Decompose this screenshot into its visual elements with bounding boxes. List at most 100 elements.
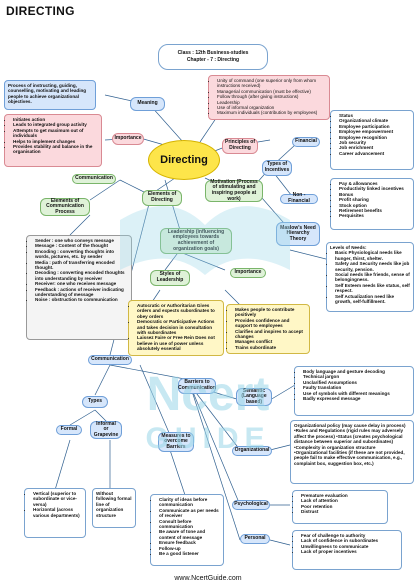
- importance-label: Importance: [112, 133, 144, 145]
- psychological-list: Premature evaluation Lack of attention P…: [292, 490, 388, 524]
- comm-element: Noise : obstruction to communication: [35, 297, 128, 302]
- semantic-item: Use of symbols with different meanings: [303, 391, 410, 396]
- header-chapter: Chapter - 7 : Directing: [186, 57, 240, 63]
- meaning-label: Meaning: [130, 97, 165, 111]
- organizational-text: Organizational policy (may cause delay i…: [290, 420, 414, 484]
- communication-mid-node: Communication: [88, 355, 132, 365]
- psychological-label: Psychological: [232, 500, 270, 510]
- non-financial-list: Pay & allowances Productivity linked inc…: [330, 178, 414, 230]
- measure-item: Be aware of tone and content of message: [159, 529, 220, 540]
- measures-list: Clarity of ideas before communication Co…: [150, 494, 224, 566]
- need-level: Basic Physiological needs like hunger, t…: [335, 250, 410, 261]
- non-financial-item: Productivity linked incentives: [339, 186, 410, 191]
- formal-node: Formal: [56, 425, 82, 435]
- importance-item: Leads to integrated group activity: [13, 122, 98, 127]
- chapter-header: Class : 12th Business-studies Chapter - …: [158, 44, 268, 70]
- non-financial-item: Pay & allowances: [339, 181, 410, 186]
- semantic-item: Body language and gesture decoding: [303, 369, 410, 374]
- non-financial-item: Perquisites: [339, 213, 410, 218]
- personal-item: Unwillingness to communicate: [301, 544, 398, 549]
- comm-element: Message : Content of the thought: [35, 243, 128, 248]
- elements-communication-label: Elements of Communication Process: [40, 198, 90, 216]
- financial-item: Career advancement: [339, 151, 410, 156]
- measure-item: Clarity of ideas before communication: [159, 497, 220, 508]
- measure-item: Communicate as per needs of receiver: [159, 508, 220, 519]
- comm-element: Decoding : converting encoded thoughts i…: [35, 270, 128, 281]
- types-of-incentives: Types of Incentives: [262, 160, 292, 176]
- comm-element: Encoding : converting thoughts into word…: [35, 249, 128, 260]
- maslow-levels: Levels of Needs: Basic Physiological nee…: [326, 242, 414, 312]
- footer-url[interactable]: www.NcertGuide.com: [174, 575, 242, 582]
- maslow-label: Maslow's Need Hierarchy Theory: [276, 222, 320, 246]
- comm-element: Sender : one who conveys message: [35, 238, 128, 243]
- leadership-importance-item: Trains subordinate: [235, 345, 306, 350]
- leadership-style: Democratic or Participative Actions and …: [137, 319, 220, 335]
- principle-item: Maximum individuals (contribution by emp…: [217, 110, 326, 115]
- semantic-item: Faulty translation: [303, 385, 410, 390]
- non-financial-item: Profit sharing: [339, 197, 410, 202]
- non-financial-item: Retirement benefits: [339, 208, 410, 213]
- financial-item: Employee recognition: [339, 135, 410, 140]
- barriers-node: Barriers to Communication: [178, 378, 216, 394]
- psychological-item: Distrust: [301, 509, 384, 514]
- leadership-importance-list: Makes people to contribute positively Pr…: [226, 304, 310, 354]
- leadership-importance-item: Makes people to contribute positively: [235, 307, 306, 318]
- measure-item: Ensure feedback: [159, 540, 220, 545]
- comm-element: Media : path of transferring encoded tho…: [35, 260, 128, 271]
- importance-item: Provides stability and balance in the or…: [13, 144, 98, 155]
- need-level: Self Esteem needs like status, self resp…: [335, 283, 410, 294]
- leadership-node: Leadership (influencing employees toward…: [160, 228, 232, 254]
- principle-item: Follow through (after giving instruction…: [217, 94, 326, 99]
- financial-item: Organizational climate: [339, 118, 410, 123]
- psychological-item: Lack of attention: [301, 498, 384, 503]
- financial-item: Job enrichment: [339, 145, 410, 150]
- central-topic: Directing: [148, 140, 220, 180]
- principle-item: Unity of command (one superior only from…: [217, 78, 326, 89]
- importance-item: Attempts to get maximum out of individua…: [13, 128, 98, 139]
- need-level: Self Actualization need like growth, sel…: [335, 294, 410, 305]
- leadership-style: Autocratic or Authoritarian Gives orders…: [137, 303, 220, 319]
- semantic-label: Semantic (Language based): [236, 388, 272, 406]
- need-level: Social needs like friends, sense of belo…: [335, 272, 410, 283]
- importance-item: Helps to implement changes: [13, 139, 98, 144]
- personal-item: Fear of challenge to authority: [301, 533, 398, 538]
- leadership-importance-item: Clarifies and inspires to accept changes: [235, 329, 306, 340]
- measures-node: Measures to overcome Barriers: [158, 432, 194, 452]
- formal-type: Vertical (superior to subordinate or vic…: [33, 491, 82, 507]
- personal-list: Fear of challenge to authority Lack of c…: [292, 530, 402, 570]
- meaning-text: Process of instructing, guiding, counsel…: [4, 80, 96, 110]
- comm-element: Feedback : actions of receiver indicatin…: [35, 287, 128, 298]
- header-class: Class : 12th Business-studies: [177, 50, 249, 56]
- financial-item: Status: [339, 113, 410, 118]
- maslow-heading: Levels of Needs:: [330, 245, 367, 250]
- importance-item: Initiates action: [13, 117, 98, 122]
- need-level: Safety and Security needs like job secur…: [335, 261, 410, 272]
- styles-leadership-label: Styles of Leadership: [150, 270, 190, 286]
- personal-item: Lack of proper incentives: [301, 549, 398, 554]
- leadership-importance-item: Provides confidence and support to emplo…: [235, 318, 306, 329]
- communication-node: Communication: [72, 174, 116, 184]
- measure-item: Consult before communication: [159, 519, 220, 530]
- measure-item: Follow-up: [159, 546, 220, 551]
- psychological-item: Poor retention: [301, 504, 384, 509]
- financial-item: Employee participation: [339, 124, 410, 129]
- styles-leadership-list: Autocratic or Authoritarian Gives orders…: [128, 300, 224, 356]
- leadership-importance-item: Manages conflict: [235, 339, 306, 344]
- elements-directing: Elements of Directing: [142, 190, 182, 206]
- types-node: Types: [82, 396, 108, 408]
- semantic-item: Badly expressed message: [303, 396, 410, 401]
- leadership-importance-label: Importance: [230, 268, 266, 278]
- psychological-item: Premature evaluation: [301, 493, 384, 498]
- semantic-item: Unclarified Assumptions: [303, 380, 410, 385]
- non-financial-label: Non - Financial: [280, 193, 318, 204]
- motivation-node: Motivation (Process of stimulating and i…: [205, 179, 263, 202]
- leadership-style: Laissez Faire or Free Rein Does not beli…: [137, 335, 220, 351]
- financial-item: Employee empowerment: [339, 129, 410, 134]
- personal-item: Lack of confidence in subordinates: [301, 538, 398, 543]
- page-title: DIRECTING: [6, 4, 75, 18]
- financial-label: Financial: [292, 137, 320, 147]
- elements-communication-list: Sender : one who conveys message Message…: [26, 235, 132, 340]
- personal-label: Personal: [240, 534, 270, 544]
- importance-list: Initiates action Leads to integrated gro…: [4, 114, 102, 167]
- principle-item: Managerial communication (must be effect…: [217, 89, 326, 94]
